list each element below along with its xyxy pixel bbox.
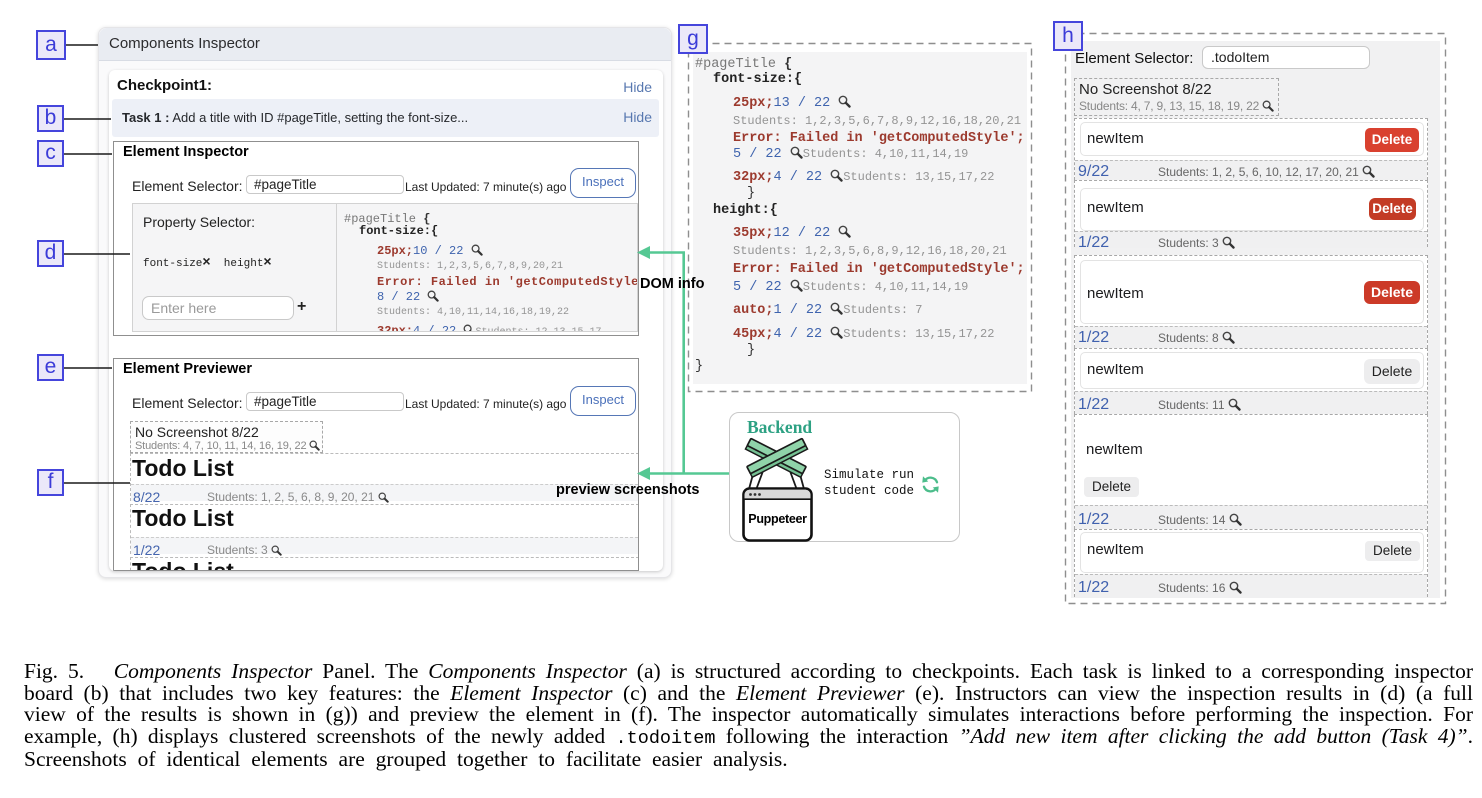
svg-text:Puppeteer: Puppeteer [748,512,807,526]
